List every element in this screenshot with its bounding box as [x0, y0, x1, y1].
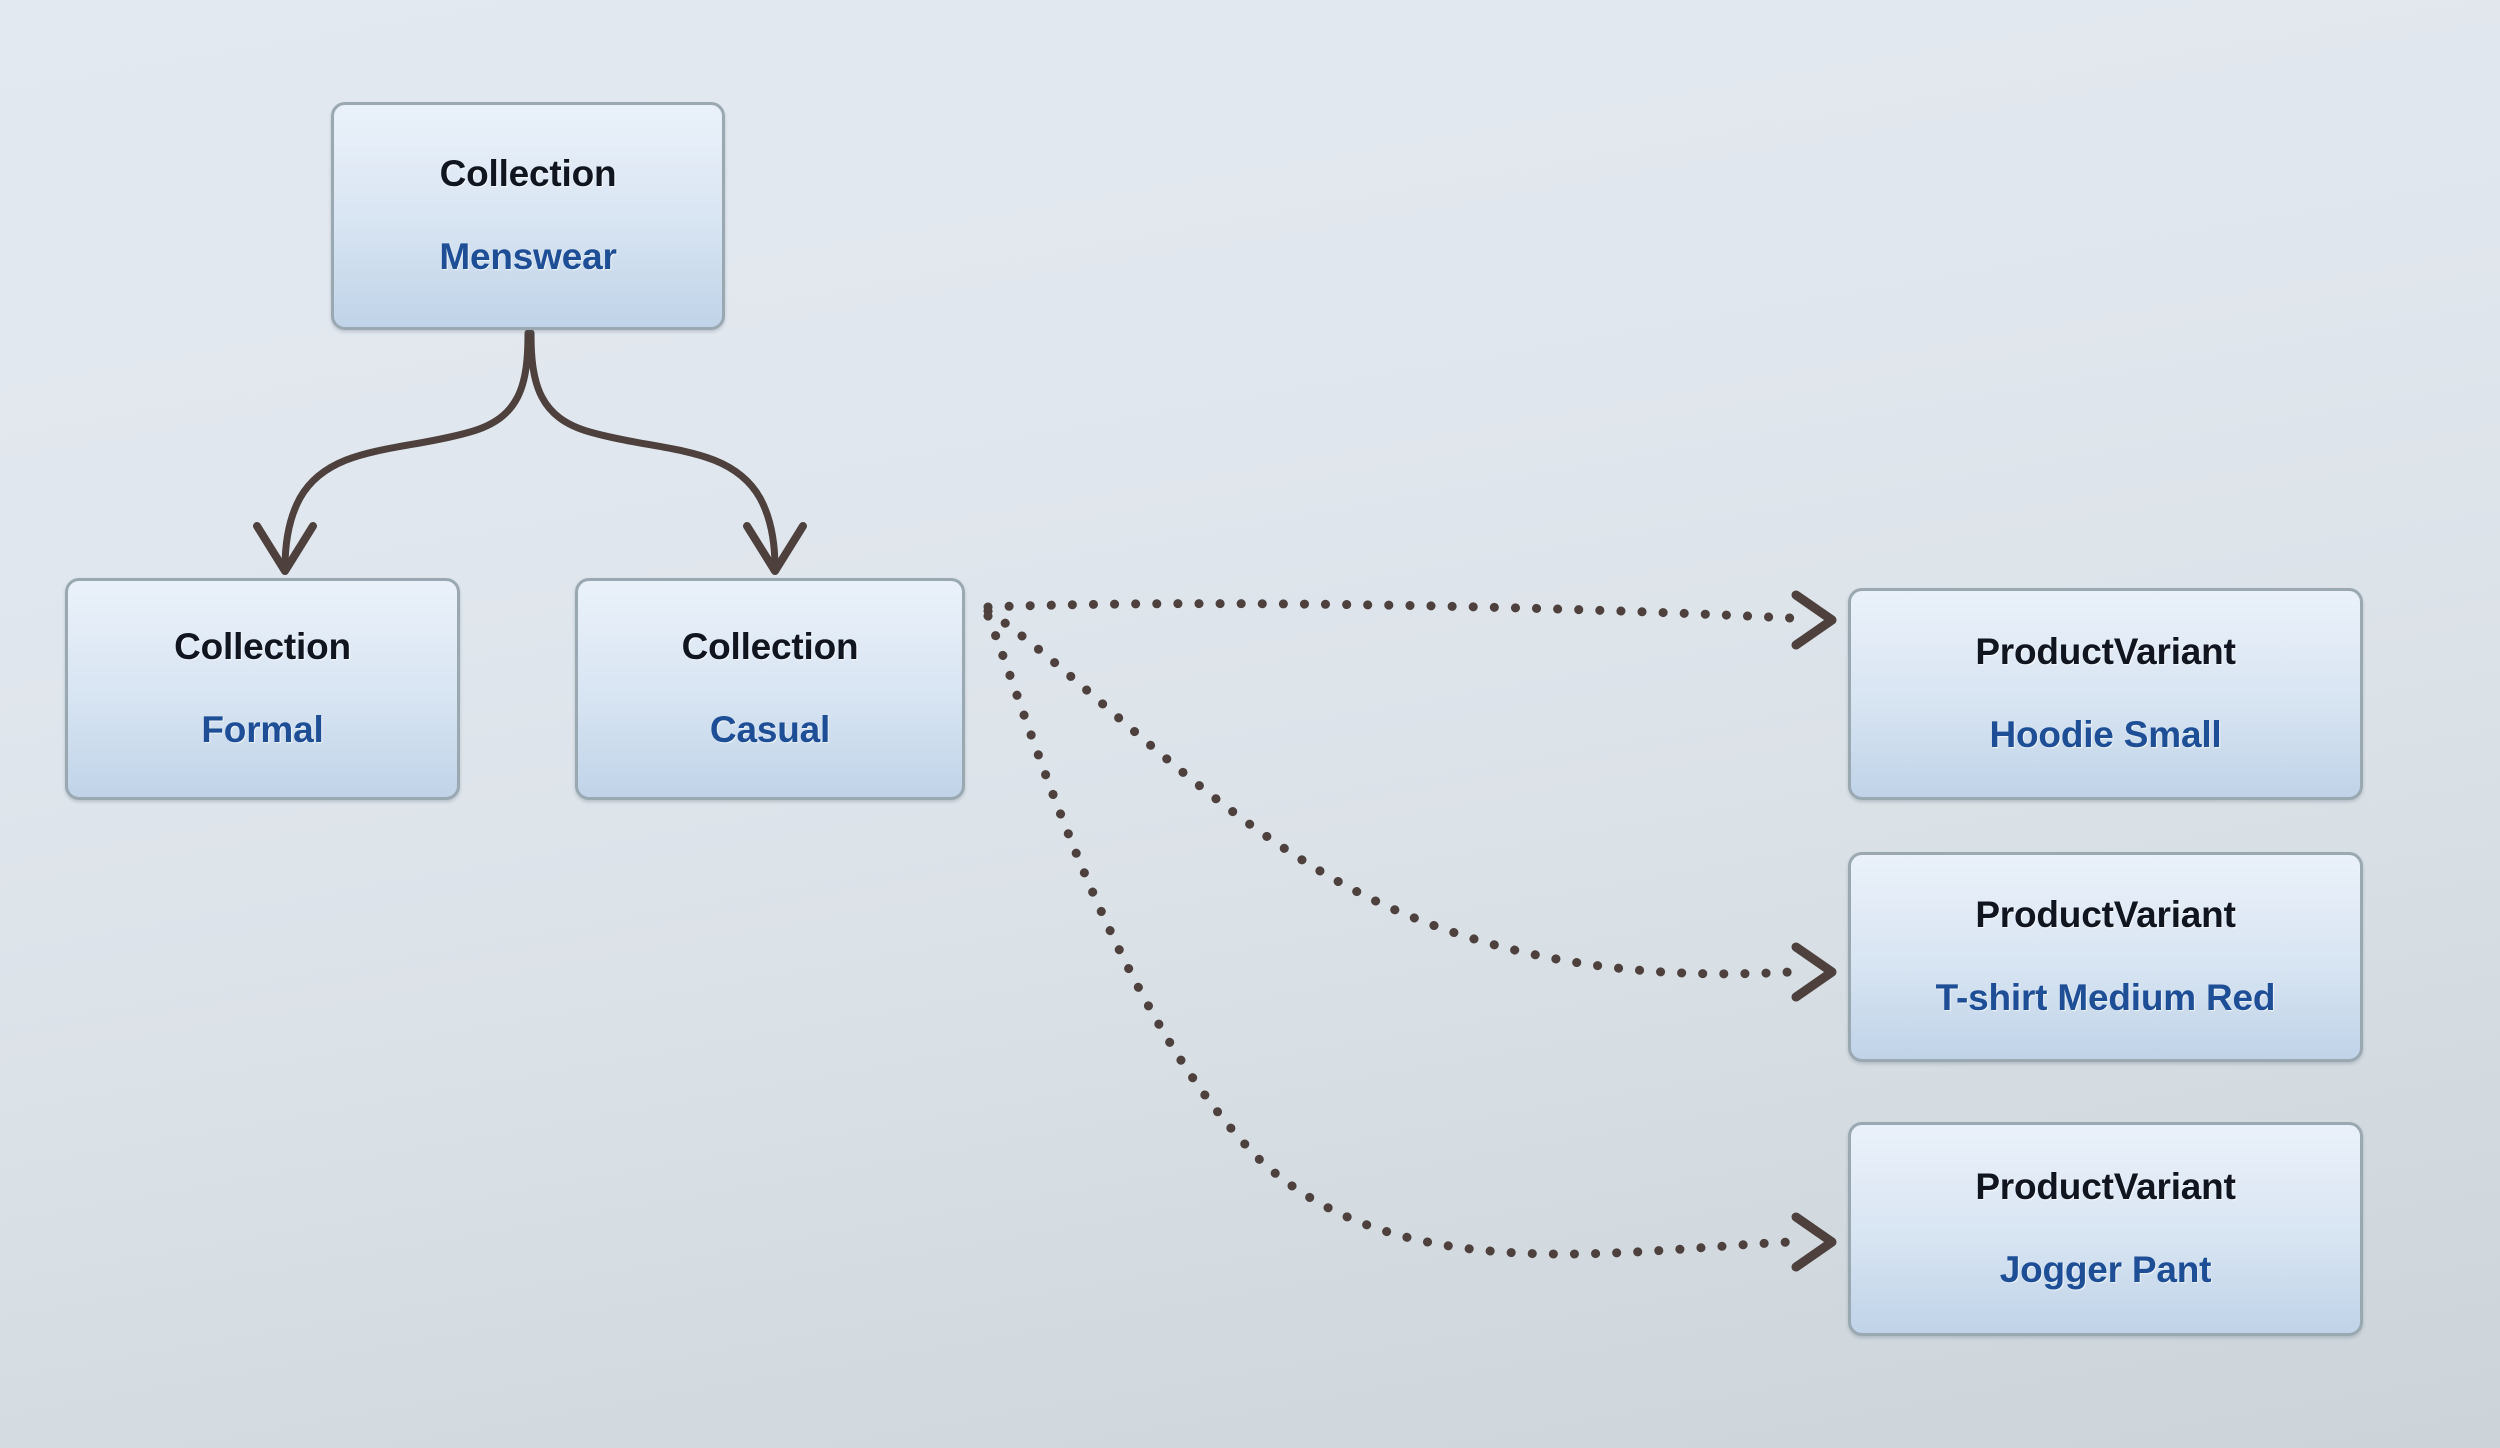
node-collection-menswear[interactable]: Collection Menswear — [331, 102, 725, 330]
node-productvariant-hoodie-small[interactable]: ProductVariant Hoodie Small — [1848, 588, 2363, 800]
node-type-label: Collection — [681, 626, 859, 668]
node-type-label: ProductVariant — [1975, 631, 2236, 673]
node-collection-casual[interactable]: Collection Casual — [575, 578, 965, 800]
node-type-label: Collection — [439, 153, 617, 195]
edge-casual-hoodie — [983, 590, 1837, 650]
node-value-label: Menswear — [439, 236, 617, 277]
node-value-label: Jogger Pant — [1999, 1249, 2212, 1290]
node-productvariant-tshirt-medium-red[interactable]: ProductVariant T-shirt Medium Red — [1848, 852, 2363, 1062]
node-type-label: Collection — [174, 626, 351, 668]
node-value-label: T-shirt Medium Red — [1935, 977, 2276, 1018]
node-collection-formal[interactable]: Collection Formal — [65, 578, 460, 800]
node-value-label: Casual — [709, 709, 831, 750]
edge-menswear-casual — [527, 329, 807, 575]
node-productvariant-jogger-pant[interactable]: ProductVariant Jogger Pant — [1848, 1122, 2363, 1336]
node-type-label: ProductVariant — [1975, 894, 2236, 936]
edge-casual-tshirt — [983, 606, 1837, 1002]
edge-menswear-formal — [253, 329, 532, 575]
edge-casual-jogger — [983, 611, 1837, 1272]
node-value-label: Hoodie Small — [1989, 714, 2222, 755]
node-type-label: ProductVariant — [1975, 1166, 2236, 1208]
node-value-label: Formal — [201, 709, 324, 750]
